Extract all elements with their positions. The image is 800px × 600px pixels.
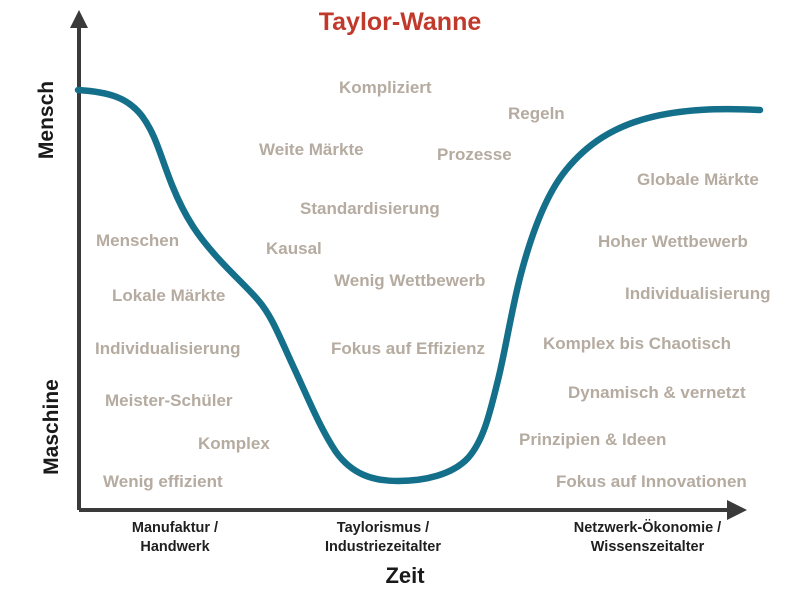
keyword-globale-maerkte: Globale Märkte <box>637 170 759 189</box>
keyword-hoher-wettbewerb: Hoher Wettbewerb <box>598 232 748 251</box>
x-tick-line-1: Manufaktur / <box>131 520 219 536</box>
keyword-individualisierung-rechts: Individualisierung <box>625 284 771 303</box>
x-tick-line-2: Handwerk <box>140 539 210 556</box>
y-axis-label-top: Mensch <box>35 80 58 160</box>
keyword-meister-schueler: Meister-Schüler <box>105 391 233 410</box>
x-tick-line-2: Wissenszeitalter <box>590 539 705 556</box>
keyword-individualisierung-links: Individualisierung <box>95 339 241 358</box>
x-tick-line-1: Taylorismus / <box>336 520 430 536</box>
keyword-kausal: Kausal <box>266 239 322 258</box>
page-title: Taylor-Wanne <box>318 8 482 36</box>
x-tick-label-netzwerk: Netzwerk-Ökonomie / Wissenszeitalter <box>520 519 775 558</box>
x-tick-label-taylorismus: Taylorismus / Industriezeitalter <box>268 519 498 558</box>
keyword-regeln: Regeln <box>508 104 565 123</box>
keyword-dynamisch-vernetzt: Dynamisch & vernetzt <box>568 383 746 402</box>
curve-path <box>74 86 764 485</box>
x-tick-line-2: Industriezeitalter <box>324 539 442 556</box>
keyword-prinzipien-ideen: Prinzipien & Ideen <box>519 430 667 449</box>
keyword-komplex-bis-chaotisch: Komplex bis Chaotisch <box>543 334 731 353</box>
keyword-fokus-auf-effizienz: Fokus auf Effizienz <box>331 339 485 358</box>
keyword-menschen: Menschen <box>96 231 180 250</box>
x-tick-line-1: Netzwerk-Ökonomie / <box>573 520 722 536</box>
keyword-wenig-wettbewerb: Wenig Wettbewerb <box>334 271 486 290</box>
x-axis-title: Zeit <box>385 563 425 588</box>
x-axis-arrowhead <box>727 500 747 520</box>
y-axis-label-bottom: Maschine <box>40 379 63 475</box>
keyword-fokus-auf-innovationen: Fokus auf Innovationen <box>556 472 747 491</box>
keyword-kompliziert: Kompliziert <box>339 78 432 97</box>
x-tick-label-manufaktur: Manufaktur / Handwerk <box>60 519 290 558</box>
keyword-wenig-effizient: Wenig effizient <box>103 472 223 491</box>
keyword-standardisierung: Standardisierung <box>300 199 440 218</box>
y-axis-arrowhead <box>70 10 88 28</box>
keyword-weite-maerkte: Weite Märkte <box>259 140 364 159</box>
keyword-komplex: Komplex <box>198 434 270 453</box>
keyword-prozesse: Prozesse <box>437 145 512 164</box>
keyword-lokale-maerkte: Lokale Märkte <box>112 286 226 305</box>
